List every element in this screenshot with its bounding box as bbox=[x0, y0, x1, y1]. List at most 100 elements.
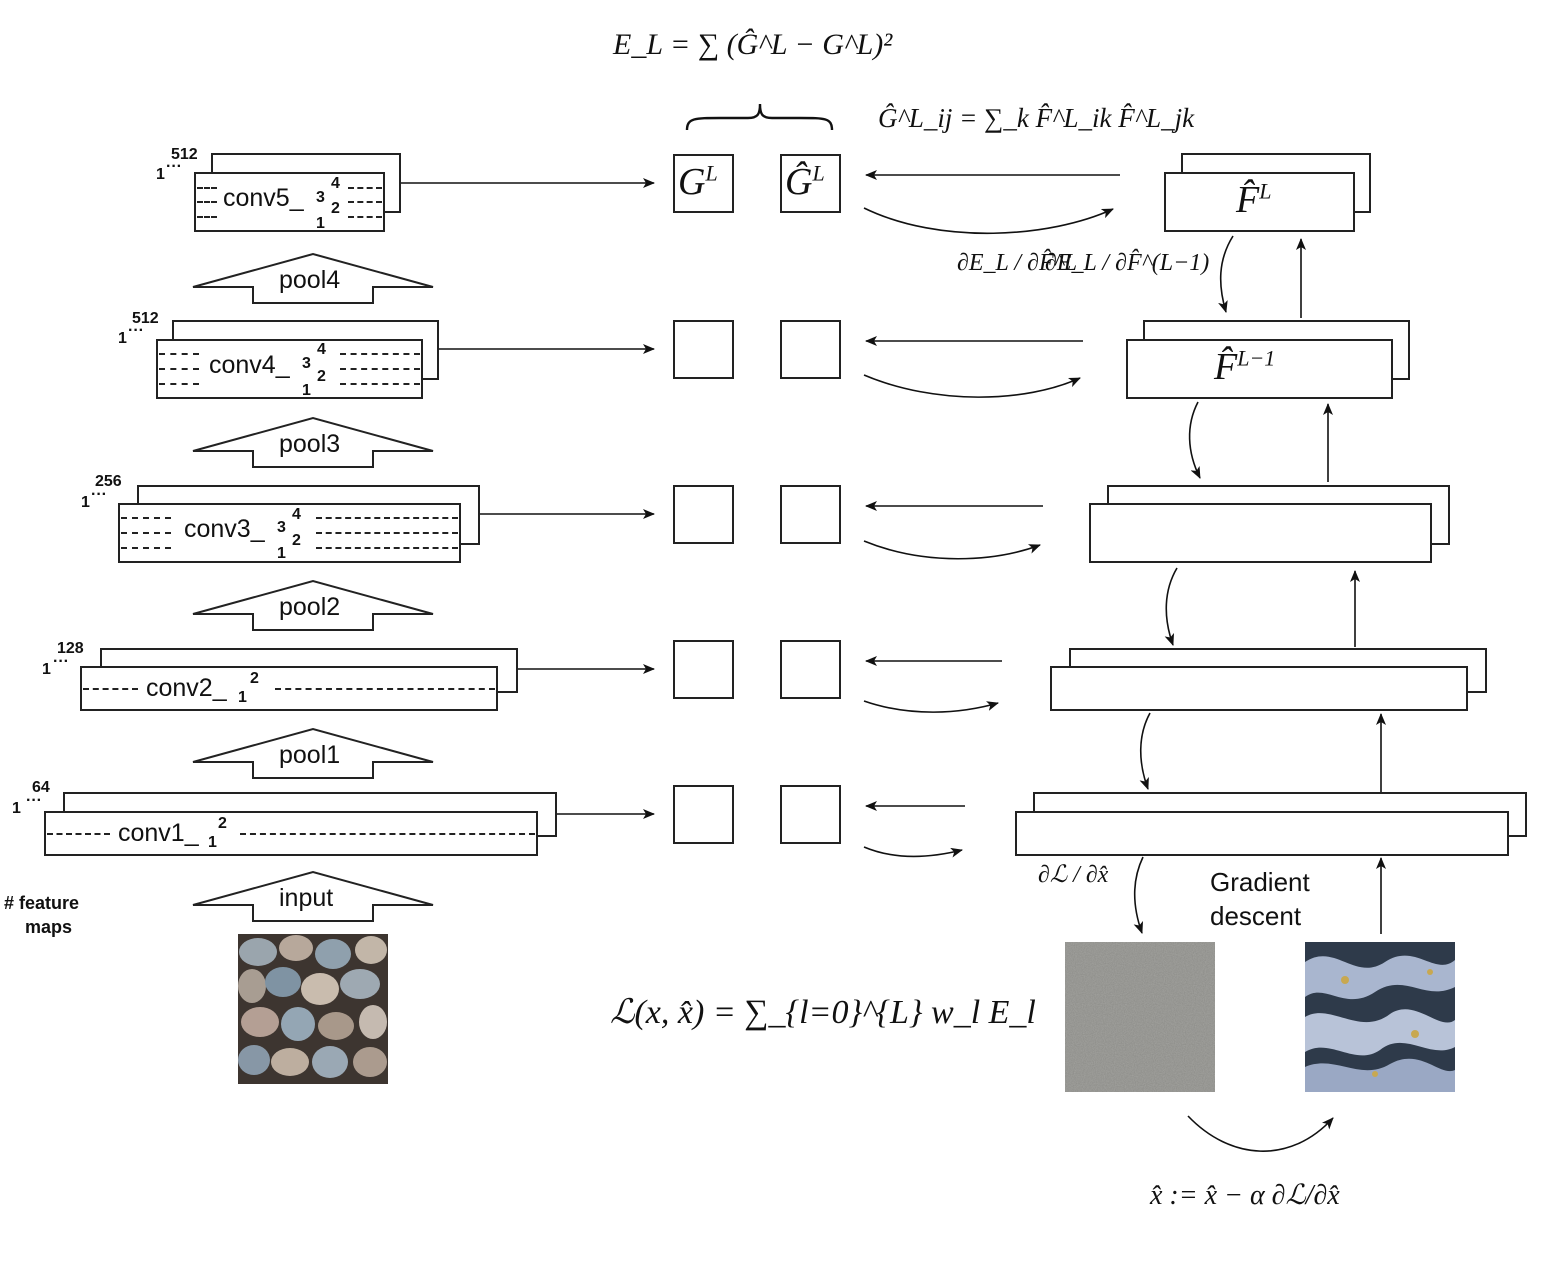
conv3-maps-count: 256 bbox=[95, 473, 122, 490]
dL-dx-text: ∂ℒ / ∂x̂ bbox=[1038, 862, 1109, 888]
gradient-descent-line2: descent bbox=[1210, 901, 1302, 931]
conv4-label: conv4_ bbox=[209, 351, 290, 379]
conv5-maps-start: 1 bbox=[156, 166, 165, 183]
conv2-maps-start: 1 bbox=[42, 661, 51, 678]
gram-hat-box-1 bbox=[780, 785, 841, 844]
conv4-maps-start: 1 bbox=[118, 330, 127, 347]
gram-hat-label: ĜL bbox=[785, 160, 825, 203]
gram-formula: Ĝ^L_ij = ∑_k F̂^L_ik F̂^L_jk bbox=[878, 103, 1194, 134]
fhat-L-label: F̂L bbox=[1236, 178, 1272, 221]
conv4-dash bbox=[340, 353, 420, 355]
gram-box-4 bbox=[673, 320, 734, 379]
input-pebbles-image bbox=[238, 934, 388, 1084]
conv1-maps-start: 1 bbox=[12, 800, 21, 817]
conv1-label: conv1_ bbox=[118, 819, 199, 847]
conv5-dash bbox=[197, 201, 217, 203]
conv2-maps-count: 128 bbox=[57, 640, 84, 657]
conv1-dash bbox=[47, 833, 110, 835]
conv5-ellipsis: ··· bbox=[166, 158, 182, 175]
conv2-dash bbox=[275, 688, 495, 690]
conv4-dash bbox=[340, 383, 420, 385]
conv3-dash bbox=[121, 517, 171, 519]
dE-dF-text: ∂E_L / ∂F̂^L bbox=[957, 250, 1078, 276]
conv2-dash bbox=[83, 688, 138, 690]
gradient-descent-line1: Gradient bbox=[1210, 867, 1310, 897]
conv5-sup-2: 2 bbox=[331, 200, 340, 217]
gram-hat-box-3 bbox=[780, 485, 841, 544]
conv5-front-box bbox=[194, 172, 385, 232]
conv1-maps-count: 64 bbox=[32, 779, 50, 796]
fhat-Lminus1-label: F̂L−1 bbox=[1214, 345, 1276, 388]
pool1-label: pool1 bbox=[279, 741, 341, 769]
conv3-maps-start: 1 bbox=[81, 494, 90, 511]
pool2-label: pool2 bbox=[279, 593, 341, 621]
input-arrow-shape bbox=[192, 870, 434, 922]
conv1-ellipsis: ··· bbox=[26, 792, 42, 809]
loss-formula: ℒ(x, x̂) = ∑_{l=0}^{L} w_l E_l bbox=[610, 992, 1036, 1032]
gram-box-3 bbox=[673, 485, 734, 544]
conv3-sup-4: 4 bbox=[292, 506, 301, 523]
conv5-sup-4: 4 bbox=[331, 175, 340, 192]
grad-curve-1 bbox=[863, 846, 963, 858]
conv5-sup-3: 3 bbox=[316, 189, 325, 206]
dE-dFminus1-text: ∂E_L / ∂F̂^(L−1) bbox=[1045, 250, 1210, 276]
synthesized-texture-image bbox=[1305, 942, 1455, 1092]
pool3-label: pool3 bbox=[279, 430, 341, 458]
conv4-sup-4: 4 bbox=[317, 341, 326, 358]
loss-formula-text: ℒ(x, x̂) = ∑_{l=0}^{L} w_l E_l bbox=[610, 994, 1036, 1031]
pool4-arrow-shape bbox=[192, 252, 434, 304]
energy-formula-text: E_L = ∑ (Ĝ^L − G^L)² bbox=[613, 28, 893, 61]
conv4-sup-3: 3 bbox=[302, 355, 311, 372]
conv1-sup-2: 2 bbox=[218, 815, 227, 832]
conv3-ellipsis: ··· bbox=[91, 486, 107, 503]
conv5-dash bbox=[197, 187, 217, 189]
backprop-curve-5 bbox=[1218, 235, 1234, 313]
conv3-sup-3: 3 bbox=[277, 519, 286, 536]
conv3-sup-2: 2 bbox=[292, 532, 301, 549]
gram-label: GL bbox=[678, 160, 718, 203]
grad-curve-5 bbox=[863, 207, 1114, 235]
conv4-dash bbox=[159, 353, 199, 355]
conv3-sub-1: 1 bbox=[277, 545, 286, 562]
gram-box-5 bbox=[673, 154, 734, 213]
feature-maps-note-line1: # feature bbox=[4, 893, 80, 913]
gram-hat-box-4 bbox=[780, 320, 841, 379]
gram-hat-box-2 bbox=[780, 640, 841, 699]
fhat-L-front-box bbox=[1164, 172, 1355, 232]
feature-maps-note-line2: maps bbox=[25, 917, 73, 937]
backprop-curve-3 bbox=[1164, 567, 1178, 646]
conv5-label: conv5_ bbox=[223, 184, 304, 212]
conv4-sub-1: 1 bbox=[302, 382, 311, 399]
gram-box-2 bbox=[673, 640, 734, 699]
conv5-dash bbox=[348, 216, 382, 218]
update-formula: x̂ := x̂ − α ∂ℒ/∂x̂ bbox=[1150, 1178, 1340, 1212]
grad-curve-2 bbox=[863, 700, 999, 713]
conv3-label: conv3_ bbox=[184, 515, 265, 543]
energy-formula: E_L = ∑ (Ĝ^L − G^L)² bbox=[613, 28, 892, 62]
conv3-dash bbox=[121, 532, 171, 534]
dE-dF-formula: ∂E_L / ∂F̂^L bbox=[957, 250, 1077, 277]
conv3-dash bbox=[121, 547, 171, 549]
fhat-2-front-box bbox=[1050, 666, 1468, 711]
pool2-arrow-shape bbox=[192, 579, 434, 631]
pool3-arrow-shape bbox=[192, 416, 434, 468]
backprop-curve-2 bbox=[1139, 712, 1151, 790]
conv3-dash bbox=[316, 517, 458, 519]
conv1-dash bbox=[240, 833, 535, 835]
conv4-dash bbox=[159, 383, 199, 385]
grad-curve-3 bbox=[863, 540, 1041, 560]
conv2-sup-2: 2 bbox=[250, 670, 259, 687]
gram-box-1 bbox=[673, 785, 734, 844]
conv5-sub-1: 1 bbox=[316, 215, 325, 232]
curly-brace bbox=[685, 103, 834, 131]
conv2-ellipsis: ··· bbox=[53, 653, 69, 670]
backprop-curve-1 bbox=[1133, 856, 1144, 934]
conv2-label: conv2_ bbox=[146, 674, 227, 702]
conv3-dash bbox=[316, 547, 458, 549]
conv4-dash bbox=[159, 368, 199, 370]
update-formula-text: x̂ := x̂ − α ∂ℒ/∂x̂ bbox=[1150, 1180, 1340, 1211]
conv1-sub-1: 1 bbox=[208, 834, 217, 851]
fhat-Lminus1-front-box bbox=[1126, 339, 1393, 399]
update-curve bbox=[1187, 1115, 1334, 1152]
